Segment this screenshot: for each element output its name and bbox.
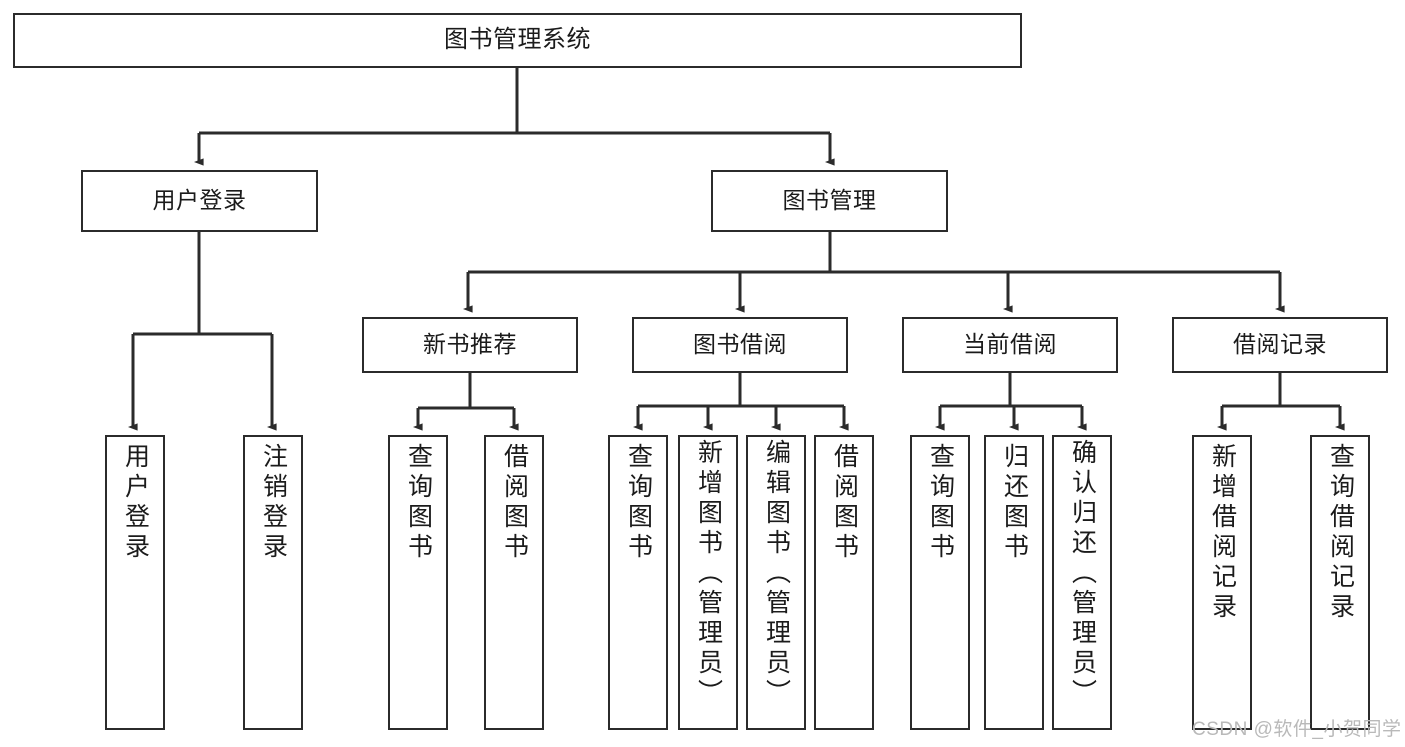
node-current-borrow[interactable]: 当前借阅 <box>902 317 1118 373</box>
node-label: 图书借阅 <box>693 331 787 358</box>
node-book-borrow[interactable]: 图书借阅 <box>632 317 848 373</box>
node-leaf-add-record[interactable]: 新增借阅记录 <box>1192 435 1252 730</box>
node-leaf-query-book-1[interactable]: 查询图书 <box>388 435 448 730</box>
node-label: 编辑图书（管理员） <box>762 439 791 709</box>
node-label: 用户登录 <box>152 187 247 214</box>
node-user-login[interactable]: 用户登录 <box>81 170 318 232</box>
node-leaf-borrow-book-2[interactable]: 借阅图书 <box>814 435 874 730</box>
node-leaf-return-book[interactable]: 归还图书 <box>984 435 1044 730</box>
watermark-text: CSDN @软件_小贺同学 <box>1192 719 1402 740</box>
node-borrow-record[interactable]: 借阅记录 <box>1172 317 1388 373</box>
node-leaf-query-record[interactable]: 查询借阅记录 <box>1310 435 1370 730</box>
node-leaf-add-book[interactable]: 新增图书（管理员） <box>678 435 738 730</box>
node-label: 新增借阅记录 <box>1208 443 1237 623</box>
node-label: 图书管理系统 <box>444 26 591 54</box>
node-leaf-logout[interactable]: 注销登录 <box>243 435 303 730</box>
node-book-manage[interactable]: 图书管理 <box>711 170 948 232</box>
node-label: 借阅记录 <box>1233 331 1327 358</box>
node-label: 新增图书（管理员） <box>694 439 723 709</box>
node-label: 新书推荐 <box>423 331 517 358</box>
node-leaf-user-login[interactable]: 用户登录 <box>105 435 165 730</box>
node-label: 注销登录 <box>259 443 288 563</box>
node-leaf-borrow-book-1[interactable]: 借阅图书 <box>484 435 544 730</box>
node-label: 确认归还（管理员） <box>1068 439 1097 709</box>
node-leaf-query-book-2[interactable]: 查询图书 <box>608 435 668 730</box>
node-label: 借阅图书 <box>500 443 529 563</box>
node-label: 图书管理 <box>782 187 877 214</box>
node-label: 查询图书 <box>926 443 955 563</box>
node-leaf-edit-book[interactable]: 编辑图书（管理员） <box>746 435 806 730</box>
node-label: 查询图书 <box>404 443 433 563</box>
node-root-book-management-system[interactable]: 图书管理系统 <box>13 13 1022 68</box>
node-label: 查询图书 <box>624 443 653 563</box>
node-label: 归还图书 <box>1000 443 1029 563</box>
node-leaf-query-book-3[interactable]: 查询图书 <box>910 435 970 730</box>
node-label: 当前借阅 <box>963 331 1057 358</box>
node-new-book-recommend[interactable]: 新书推荐 <box>362 317 578 373</box>
node-label: 借阅图书 <box>830 443 859 563</box>
node-leaf-confirm-return[interactable]: 确认归还（管理员） <box>1052 435 1112 730</box>
node-label: 用户登录 <box>121 443 150 563</box>
node-label: 查询借阅记录 <box>1326 443 1355 623</box>
